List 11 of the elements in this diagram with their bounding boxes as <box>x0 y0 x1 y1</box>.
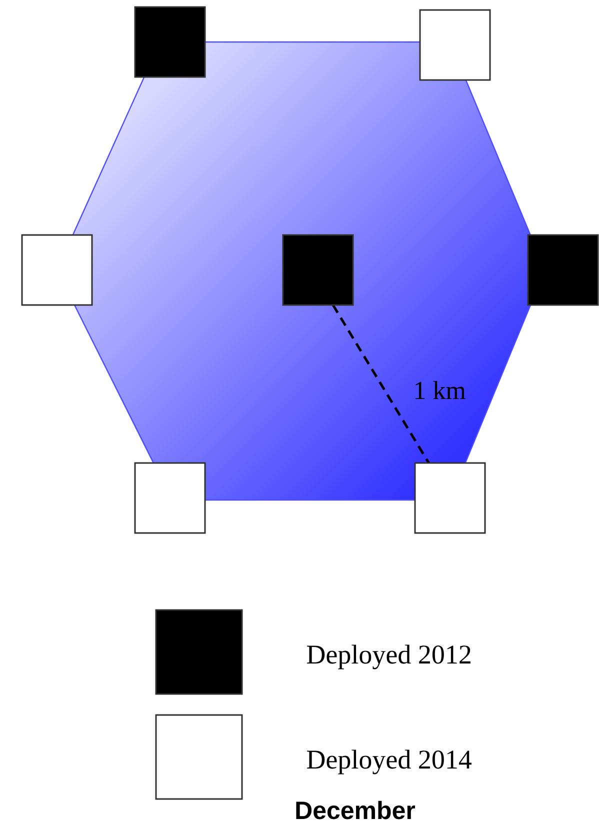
distance-label: 1 km <box>416 380 466 400</box>
sensor-square <box>134 6 206 78</box>
legend-label: Deployed 2014 <box>307 750 472 774</box>
sensor-square <box>527 234 599 306</box>
sensor-square <box>419 9 491 81</box>
sensor-square <box>414 462 486 534</box>
sensor-square <box>21 234 93 306</box>
legend-label: Deployed 2012 <box>307 644 470 670</box>
sensor-square <box>134 462 206 534</box>
sensor-square <box>282 234 354 306</box>
note: December <box>296 800 416 820</box>
